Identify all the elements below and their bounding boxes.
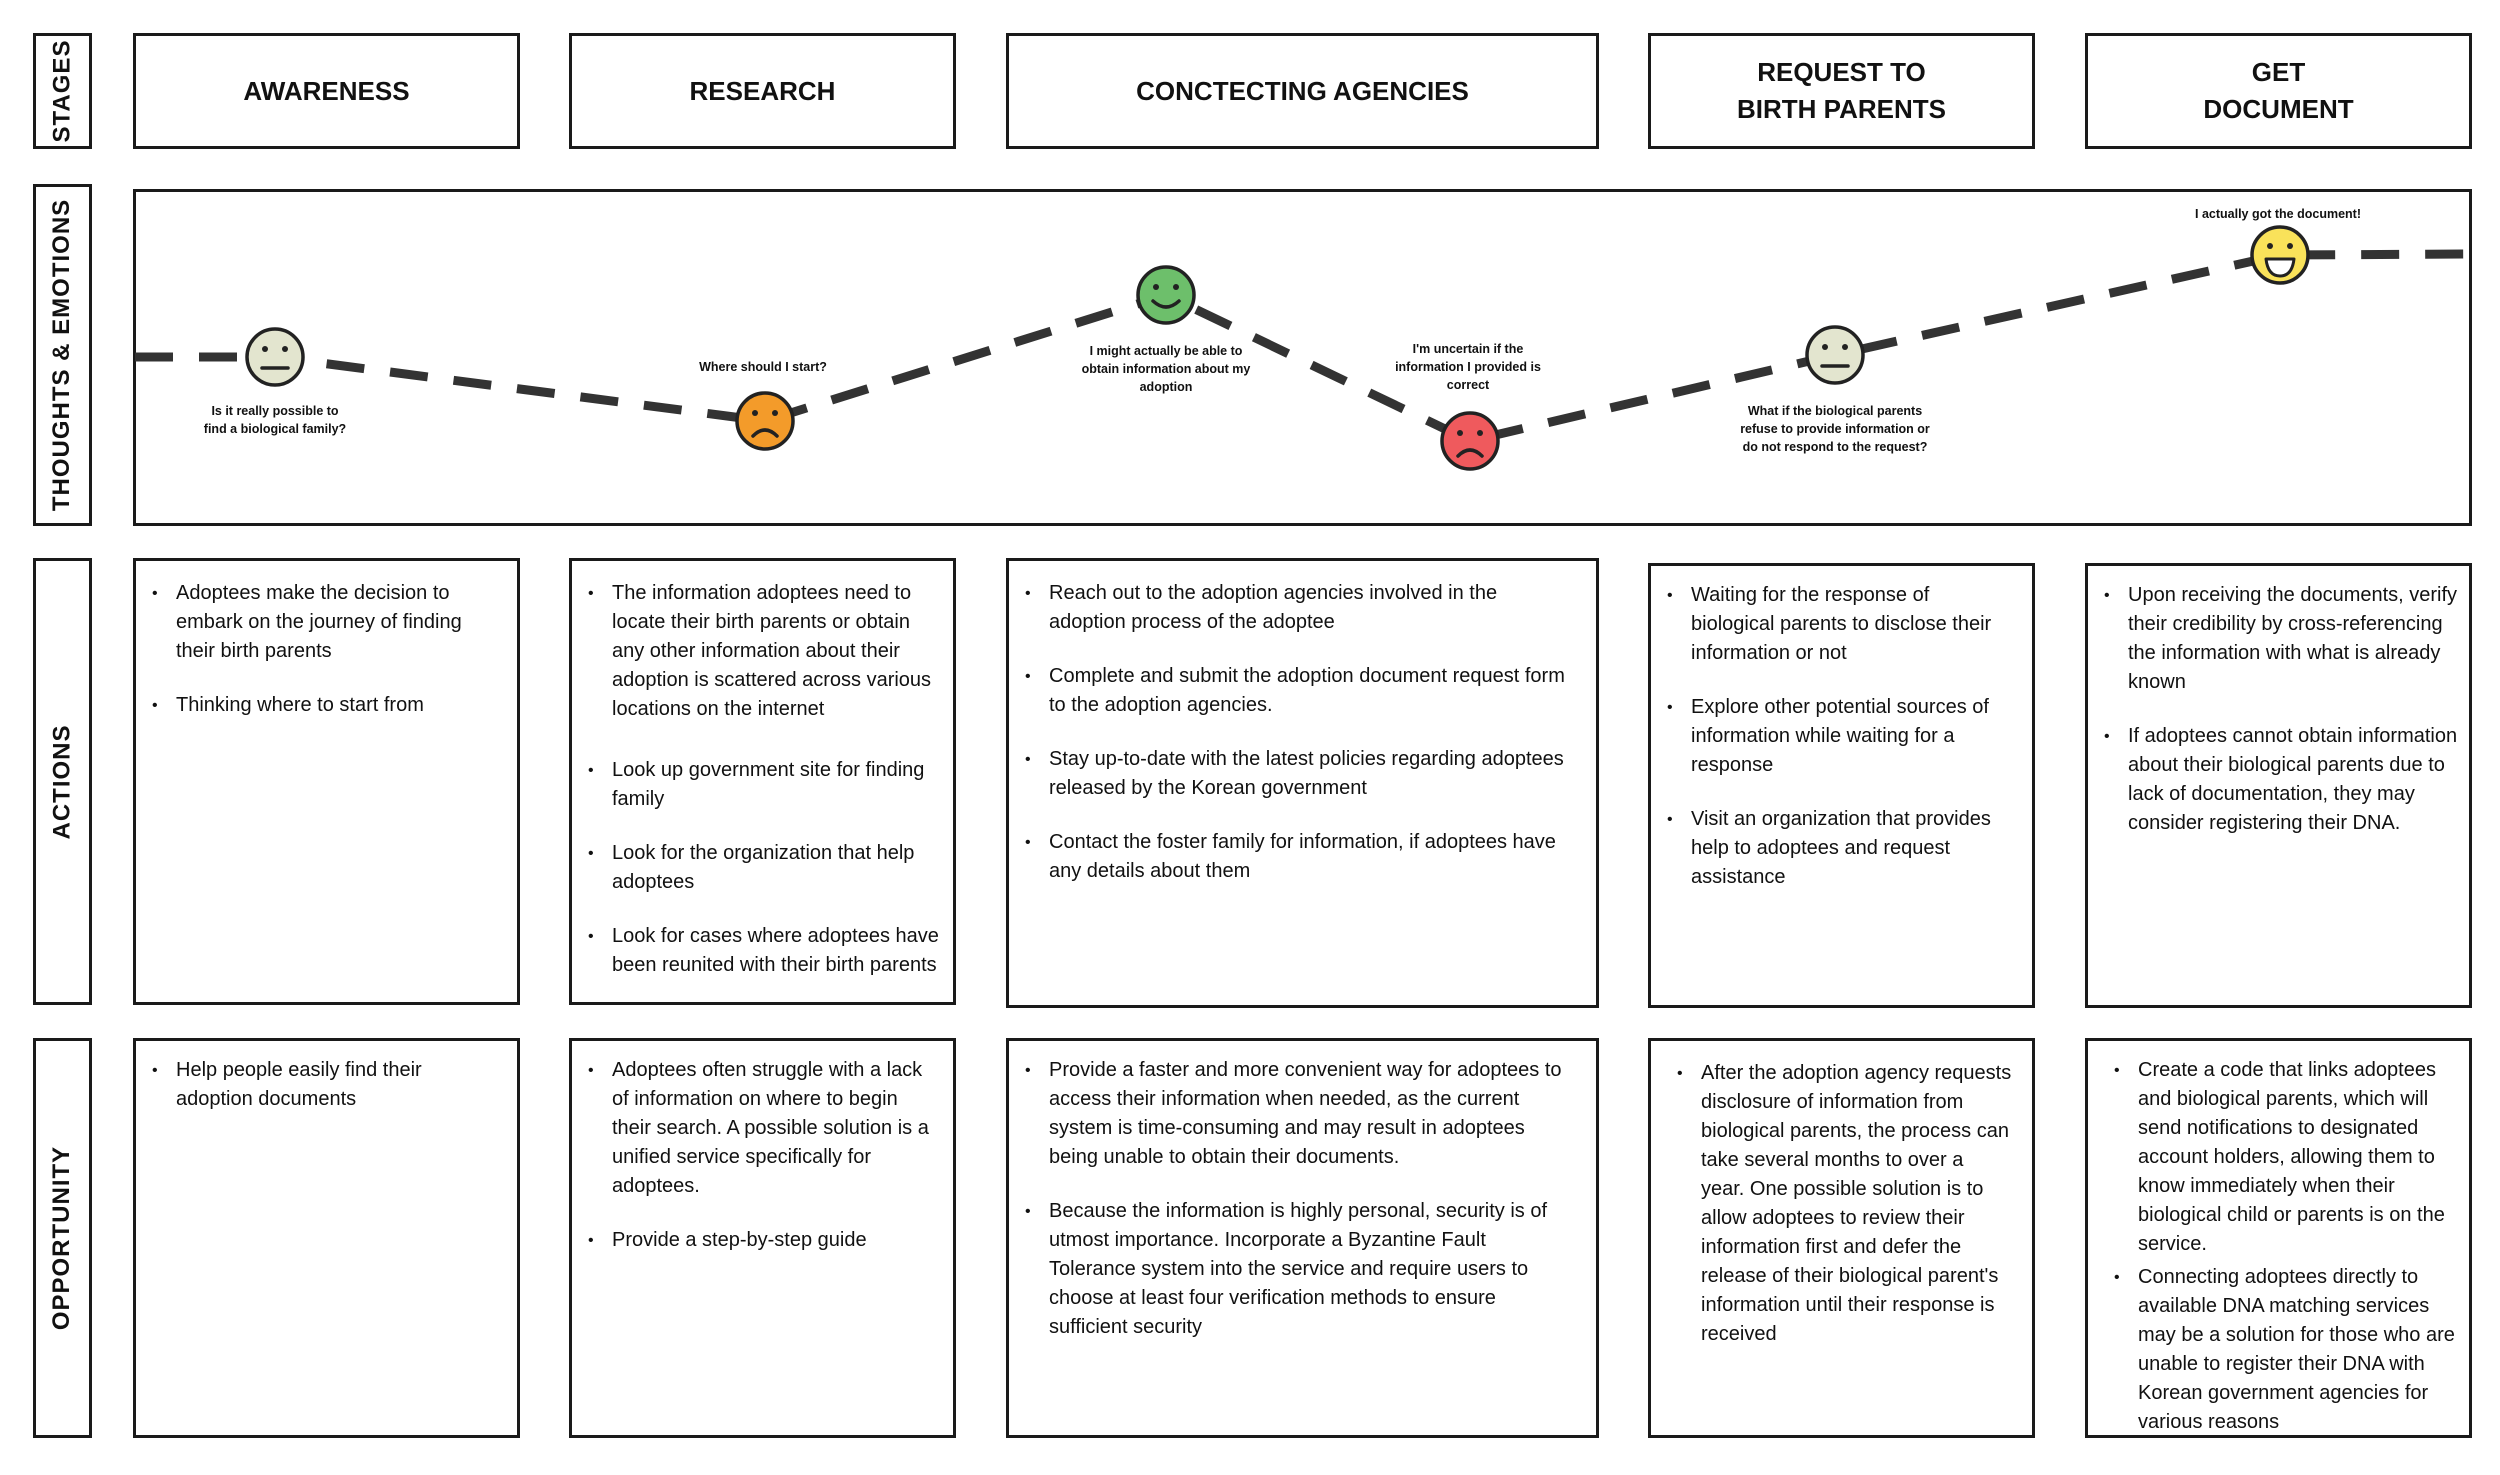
actions-request-birth-parents: Waiting for the response of biological p… bbox=[1648, 563, 2035, 1008]
row-label-thoughts: THOUGHTS & EMOTIONS bbox=[33, 184, 92, 526]
opportunity-request-birth-parents: After the adoption agency requests discl… bbox=[1648, 1038, 2035, 1438]
opportunity-connecting-agencies: Provide a faster and more convenient way… bbox=[1006, 1038, 1599, 1438]
stage-title: RESEARCH bbox=[689, 75, 836, 106]
row-label-stages: STAGES bbox=[33, 33, 92, 149]
very-happy-face-icon bbox=[2250, 225, 2310, 285]
sad-face-icon bbox=[1440, 411, 1500, 471]
opportunity-list: After the adoption agency requests discl… bbox=[1661, 1059, 2012, 1349]
list-item: Look up government site for finding fami… bbox=[572, 756, 947, 814]
emotion-panel bbox=[133, 189, 2472, 526]
list-item: Reach out to the adoption agencies invol… bbox=[1009, 579, 1566, 637]
row-label-actions: ACTIONS bbox=[33, 558, 92, 1005]
stage-request-birth-parents: REQUEST TO BIRTH PARENTS bbox=[1648, 33, 2035, 149]
stage-title: AWARENESS bbox=[243, 75, 410, 106]
list-item: After the adoption agency requests discl… bbox=[1661, 1059, 2012, 1349]
stage-awareness: AWARENESS bbox=[133, 33, 520, 149]
emotion-note: I actually got the document! bbox=[2195, 207, 2361, 221]
row-label-opportunity: OPPORTUNITY bbox=[33, 1038, 92, 1438]
list-item: Because the information is highly person… bbox=[1009, 1197, 1566, 1342]
emotion-curve bbox=[135, 249, 2471, 446]
stage-title: GET DOCUMENT bbox=[2203, 57, 2354, 124]
list-item: Adoptees often struggle with a lack of i… bbox=[572, 1056, 933, 1201]
list-item: Visit an organization that provides help… bbox=[1651, 805, 2012, 892]
actions-list: Adoptees make the decision to embark on … bbox=[136, 579, 497, 720]
list-item: Thinking where to start from bbox=[136, 691, 497, 720]
list-item: Upon receiving the documents, verify the… bbox=[2088, 581, 2459, 697]
actions-get-document: Upon receiving the documents, verify the… bbox=[2085, 563, 2472, 1008]
actions-list: Waiting for the response of biological p… bbox=[1651, 581, 2012, 892]
emotion-note: Where should I start? bbox=[699, 360, 827, 374]
actions-list: Upon receiving the documents, verify the… bbox=[2088, 581, 2459, 838]
list-item: If adoptees cannot obtain information ab… bbox=[2088, 722, 2459, 838]
list-item: Explore other potential sources of infor… bbox=[1651, 693, 2012, 780]
emotion-note: Is it really possible to find a biologic… bbox=[203, 404, 347, 436]
list-item: Help people easily find their adoption d… bbox=[136, 1056, 497, 1114]
list-item: Provide a step-by-step guide bbox=[572, 1226, 933, 1255]
happy-face-icon bbox=[1136, 265, 1196, 325]
list-item: Look for the organization that help adop… bbox=[572, 839, 947, 897]
actions-awareness: Adoptees make the decision to embark on … bbox=[133, 558, 520, 1005]
stage-title: REQUEST TO BIRTH PARENTS bbox=[1737, 57, 1946, 124]
opportunity-list: Create a code that links adoptees and bi… bbox=[2098, 1056, 2461, 1437]
emotion-note: What if the biological parents refuse to… bbox=[1740, 404, 1930, 454]
opportunity-research: Adoptees often struggle with a lack of i… bbox=[569, 1038, 956, 1438]
actions-list: The information adoptees need to locate … bbox=[572, 579, 947, 980]
stage-get-document: GET DOCUMENT bbox=[2085, 33, 2472, 149]
emotion-note: I'm uncertain if the information I provi… bbox=[1395, 342, 1541, 392]
actions-research: The information adoptees need to locate … bbox=[569, 558, 956, 1005]
sad-face-icon bbox=[735, 391, 795, 451]
list-item: Look for cases where adoptees have been … bbox=[572, 922, 947, 980]
list-item: Provide a faster and more convenient way… bbox=[1009, 1056, 1566, 1172]
list-item: Waiting for the response of biological p… bbox=[1651, 581, 2012, 668]
opportunity-awareness: Help people easily find their adoption d… bbox=[133, 1038, 520, 1438]
stage-research: RESEARCH bbox=[569, 33, 956, 149]
list-item: Connecting adoptees directly to availabl… bbox=[2098, 1263, 2461, 1437]
actions-connecting-agencies: Reach out to the adoption agencies invol… bbox=[1006, 558, 1599, 1008]
list-item: Stay up-to-date with the latest policies… bbox=[1009, 745, 1566, 803]
stage-connecting-agencies: CONCTECTING AGENCIES bbox=[1006, 33, 1599, 149]
opportunity-list: Provide a faster and more convenient way… bbox=[1009, 1056, 1566, 1342]
actions-list: Reach out to the adoption agencies invol… bbox=[1009, 579, 1566, 886]
list-item: Complete and submit the adoption documen… bbox=[1009, 662, 1566, 720]
list-item: Create a code that links adoptees and bi… bbox=[2098, 1056, 2461, 1259]
neutral-face-icon bbox=[245, 327, 305, 387]
opportunity-get-document: Create a code that links adoptees and bi… bbox=[2085, 1038, 2472, 1438]
list-item: Contact the foster family for informatio… bbox=[1009, 828, 1566, 886]
list-item: Adoptees make the decision to embark on … bbox=[136, 579, 497, 666]
opportunity-list: Adoptees often struggle with a lack of i… bbox=[572, 1056, 933, 1255]
emotion-note: I might actually be able to obtain infor… bbox=[1081, 344, 1251, 394]
stage-title: CONCTECTING AGENCIES bbox=[1136, 75, 1469, 106]
list-item: The information adoptees need to locate … bbox=[572, 579, 947, 724]
neutral-face-icon bbox=[1805, 325, 1865, 385]
opportunity-list: Help people easily find their adoption d… bbox=[136, 1056, 497, 1114]
